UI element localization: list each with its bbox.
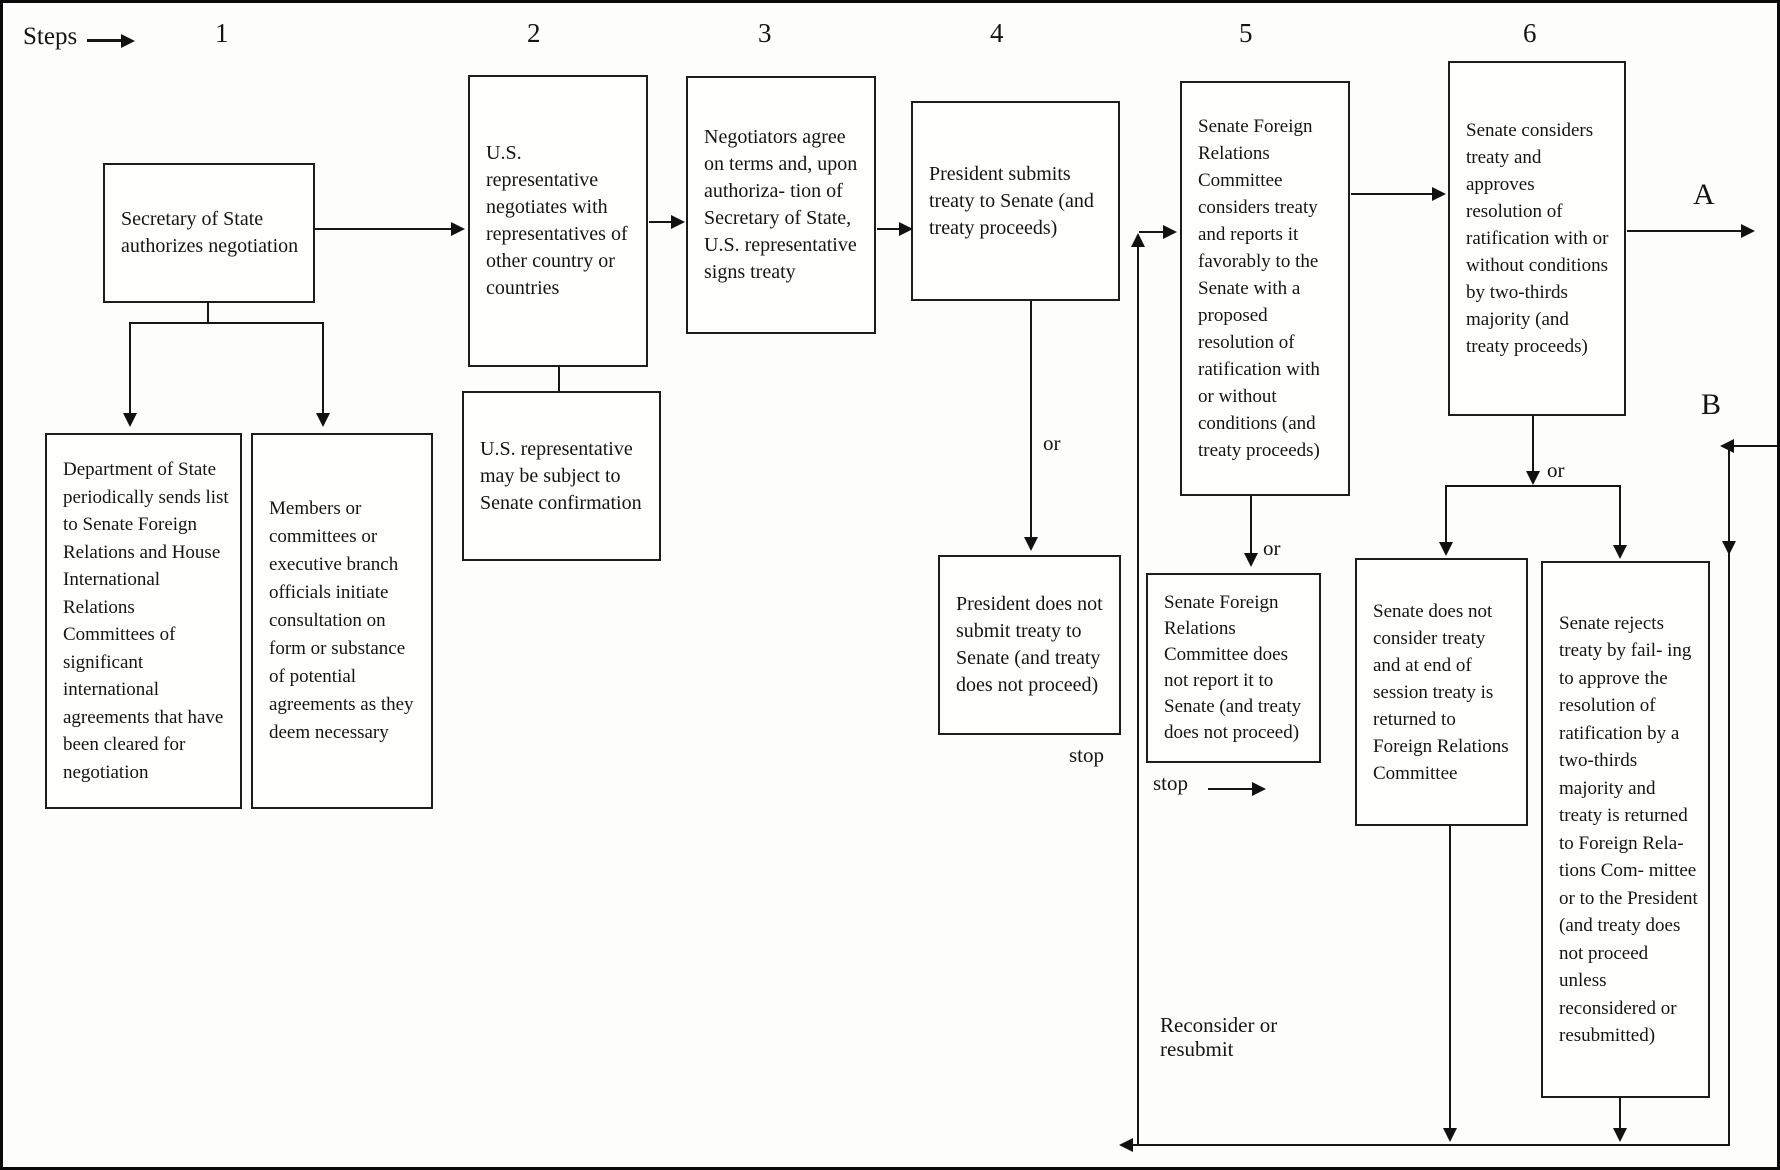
arrow-left-icon (1720, 439, 1734, 453)
step-number-2: 2 (527, 18, 541, 48)
connector-step1-stem (207, 303, 209, 324)
box-members-consultation-text: Members or committees or executive branc… (269, 498, 414, 743)
arrow-down-icon (1526, 471, 1540, 485)
connector-outcome-b-entry (1734, 445, 1777, 447)
arrow-right-icon (1163, 225, 1177, 239)
stop-label-step4: stop (1069, 743, 1105, 767)
steps-header-label: Steps (23, 23, 78, 50)
connector-step4-or-drop (1030, 301, 1032, 537)
connector-bottom-return (1133, 1144, 1730, 1146)
box-committee-does-not-report: Senate Foreign Relations Committee does … (1146, 573, 1321, 763)
box-committee-does-not-report-text: Senate Foreign Relations Committee does … (1164, 592, 1302, 743)
arrow-right-icon (1741, 224, 1755, 238)
arrow-down-icon (123, 413, 137, 427)
box-president-submits-text: President submits treaty to Senate (and … (929, 162, 1094, 239)
connector-outcome-a (1627, 230, 1741, 232)
arrow-down-icon (316, 413, 330, 427)
arrow-left-icon (1119, 1138, 1133, 1152)
box-negotiators-agree-text: Negotiators agree on terms and, upon aut… (704, 126, 858, 283)
stop-label-step5: stop (1153, 771, 1189, 795)
box-senate-confirmation-text: U.S. representative may be subject to Se… (480, 437, 642, 514)
connector-into-step5 (1139, 231, 1163, 233)
box-us-representative-negotiates: U.S. representative negotiates with repr… (468, 75, 648, 367)
arrow-down-icon (1613, 545, 1627, 559)
or-label-step4: or (1043, 431, 1061, 455)
box-members-consultation: Members or committees or executive branc… (251, 433, 433, 809)
box-department-sends-list-text: Department of State periodically sends l… (63, 459, 229, 783)
connector-stop-arrow (1208, 788, 1252, 790)
connector-step6-branch (1446, 485, 1621, 487)
steps-header-arrow-icon (121, 34, 135, 48)
box-committee-reports-favorably: Senate Foreign Relations Committee consi… (1180, 81, 1350, 496)
connector-step2-step3 (649, 221, 671, 223)
connector-step3-step4 (877, 228, 899, 230)
connector-reject-return (1619, 1098, 1621, 1128)
step-number-5: 5 (1239, 18, 1253, 48)
outcome-b-label: B (1701, 388, 1722, 421)
step-number-3: 3 (758, 18, 772, 48)
connector-step1-left-drop (129, 322, 131, 413)
arrow-right-icon (899, 222, 913, 236)
arrow-right-icon (451, 222, 465, 236)
arrow-right-icon (671, 215, 685, 229)
box-secretary-authorizes-text: Secretary of State authorizes negotiatio… (121, 208, 299, 257)
arrow-down-icon (1613, 1128, 1627, 1142)
arrow-down-icon (1024, 537, 1038, 551)
connector-step5-step6 (1351, 193, 1432, 195)
connector-step2-confirmation (558, 367, 560, 391)
box-president-does-not-submit: President does not submit treaty to Sena… (938, 555, 1121, 735)
box-senate-rejects-text: Senate rejects treaty by fail- ing to ap… (1559, 612, 1698, 1047)
step-number-6: 6 (1523, 18, 1537, 48)
or-label-step6: or (1547, 458, 1565, 482)
arrow-down-icon (1439, 542, 1453, 556)
box-department-sends-list: Department of State periodically sends l… (45, 433, 242, 809)
connector-step1-right-drop (322, 322, 324, 413)
arrow-right-icon (1432, 187, 1446, 201)
box-senate-approves-text: Senate considers treaty and approves res… (1466, 120, 1609, 357)
arrow-up-icon (1131, 233, 1145, 247)
arrow-down-icon (1443, 1128, 1457, 1142)
box-president-does-not-submit-text: President does not submit treaty to Sena… (956, 593, 1103, 696)
outcome-a-label: A (1693, 178, 1715, 211)
box-secretary-authorizes: Secretary of State authorizes negotiatio… (103, 163, 315, 303)
connector-step5-or-drop (1250, 496, 1252, 553)
step-number-4: 4 (990, 18, 1004, 48)
step-number-1: 1 (215, 18, 229, 48)
box-senate-approves: Senate considers treaty and approves res… (1448, 61, 1626, 416)
box-senate-does-not-consider: Senate does not consider treaty and at e… (1355, 558, 1528, 826)
reconsider-label: Reconsider or resubmit (1160, 1013, 1278, 1061)
or-label-step5: or (1263, 536, 1281, 560)
box-senate-rejects: Senate rejects treaty by fail- ing to ap… (1541, 561, 1710, 1098)
connector-outcome-b-vertical (1728, 445, 1730, 1145)
connector-step6-left-drop (1445, 485, 1447, 542)
connector-notconsider-return (1449, 826, 1451, 1128)
connector-step1-step2 (315, 228, 451, 230)
connector-step1-branch (130, 322, 324, 324)
box-senate-confirmation: U.S. representative may be subject to Se… (462, 391, 661, 561)
arrow-down-icon (1244, 553, 1258, 567)
box-negotiators-agree: Negotiators agree on terms and, upon aut… (686, 76, 876, 334)
connector-step6-right-drop (1619, 485, 1621, 545)
box-senate-does-not-consider-text: Senate does not consider treaty and at e… (1373, 600, 1509, 784)
box-committee-reports-favorably-text: Senate Foreign Relations Committee consi… (1198, 116, 1320, 461)
box-us-representative-negotiates-text: U.S. representative negotiates with repr… (486, 142, 628, 299)
connector-reconsider-vertical (1137, 247, 1139, 1145)
box-president-submits: President submits treaty to Senate (and … (911, 101, 1120, 301)
arrow-right-icon (1252, 782, 1266, 796)
arrow-down-icon (1722, 541, 1736, 555)
steps-header-arrow-line (87, 39, 121, 42)
connector-step6-or-drop (1532, 416, 1534, 471)
